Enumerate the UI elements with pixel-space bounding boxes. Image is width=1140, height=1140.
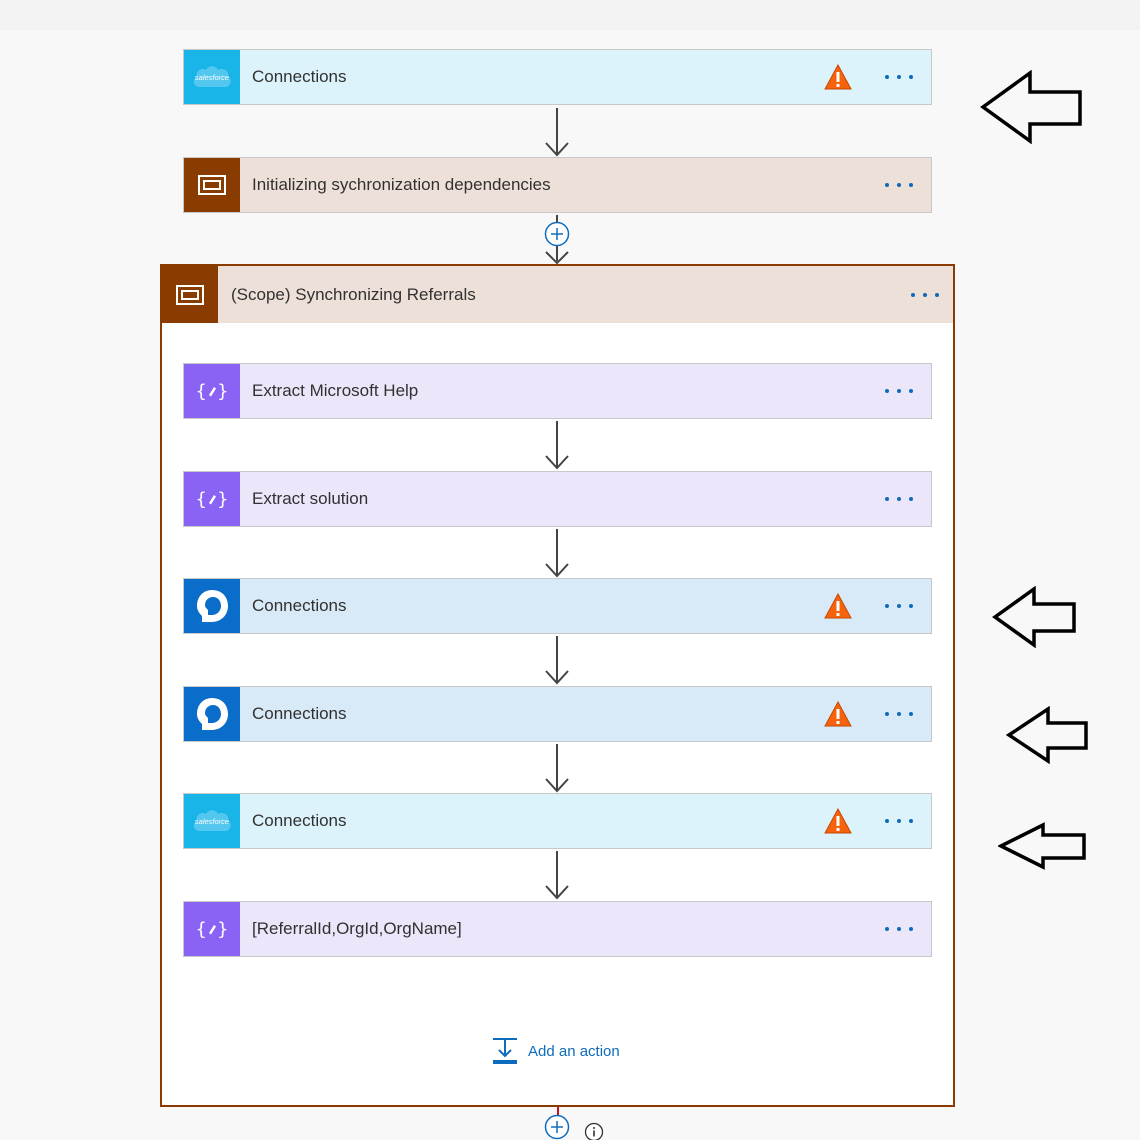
add-action-label: Add an action bbox=[528, 1042, 620, 1060]
annotation-arrow-3 bbox=[1006, 706, 1088, 764]
step-extract-solution[interactable]: { } Extract solution bbox=[183, 471, 932, 527]
step-salesforce-connections-2[interactable]: salesforce Connections bbox=[183, 793, 932, 849]
step-title: Connections bbox=[252, 596, 347, 615]
warning-icon[interactable] bbox=[823, 62, 853, 92]
warning-icon[interactable] bbox=[823, 806, 853, 836]
salesforce-logo-icon: salesforce bbox=[184, 794, 240, 848]
add-action-icon bbox=[493, 1038, 517, 1064]
step-referral-fields[interactable]: { } [ReferralId,OrgId,OrgName] bbox=[183, 901, 932, 957]
connector-arrow bbox=[545, 529, 569, 578]
annotation-arrow-1 bbox=[980, 70, 1082, 144]
scope-title: (Scope) Synchronizing Referrals bbox=[231, 284, 476, 304]
scope-icon bbox=[162, 266, 218, 323]
step-title: [ReferralId,OrgId,OrgName] bbox=[252, 919, 462, 938]
more-options-icon[interactable] bbox=[879, 62, 919, 92]
variable-icon: { } bbox=[184, 364, 240, 418]
more-options-icon[interactable] bbox=[879, 914, 919, 944]
step-dataverse-connections-2[interactable]: Connections bbox=[183, 686, 932, 742]
more-options-icon[interactable] bbox=[879, 376, 919, 406]
variable-icon: { } bbox=[184, 472, 240, 526]
top-strip bbox=[0, 0, 1140, 30]
warning-icon[interactable] bbox=[823, 699, 853, 729]
step-title: Connections bbox=[252, 67, 347, 86]
more-options-icon[interactable] bbox=[905, 280, 945, 310]
dataverse-logo-icon bbox=[184, 687, 240, 741]
annotation-arrow-4 bbox=[998, 822, 1086, 870]
more-options-icon[interactable] bbox=[879, 699, 919, 729]
connector-arrow bbox=[545, 421, 569, 470]
connector-arrow bbox=[545, 108, 569, 157]
svg-text:salesforce: salesforce bbox=[195, 817, 229, 826]
insert-step-plus-icon[interactable] bbox=[544, 1114, 570, 1140]
add-action-button[interactable]: Add an action bbox=[490, 1036, 620, 1066]
more-options-icon[interactable] bbox=[879, 591, 919, 621]
connector-arrow bbox=[545, 851, 569, 900]
step-salesforce-connections-top[interactable]: salesforce Connections bbox=[183, 49, 932, 105]
variable-icon: { } bbox=[184, 902, 240, 956]
dataverse-logo-icon bbox=[184, 579, 240, 633]
connector-arrow bbox=[545, 744, 569, 793]
step-dataverse-connections-1[interactable]: Connections bbox=[183, 578, 932, 634]
more-options-icon[interactable] bbox=[879, 170, 919, 200]
step-title: Connections bbox=[252, 811, 347, 830]
step-title: Extract Microsoft Help bbox=[252, 381, 419, 400]
more-options-icon[interactable] bbox=[879, 484, 919, 514]
annotation-arrow-2 bbox=[992, 586, 1076, 648]
svg-text:salesforce: salesforce bbox=[195, 73, 229, 82]
step-title: Connections bbox=[252, 704, 347, 723]
salesforce-logo-icon: salesforce bbox=[184, 50, 240, 104]
scope-header[interactable]: (Scope) Synchronizing Referrals bbox=[162, 266, 953, 323]
step-extract-microsoft-help[interactable]: { } Extract Microsoft Help bbox=[183, 363, 932, 419]
scope-icon bbox=[184, 158, 240, 212]
connector-arrow bbox=[545, 636, 569, 685]
more-options-icon[interactable] bbox=[879, 806, 919, 836]
step-title: Extract solution bbox=[252, 489, 369, 508]
step-title: Initializing sychronization dependencies bbox=[252, 175, 551, 194]
step-initializing-sync[interactable]: Initializing sychronization dependencies bbox=[183, 157, 932, 213]
warning-icon[interactable] bbox=[823, 591, 853, 621]
insert-step-plus-icon[interactable] bbox=[544, 221, 570, 247]
info-icon[interactable] bbox=[584, 1122, 604, 1140]
